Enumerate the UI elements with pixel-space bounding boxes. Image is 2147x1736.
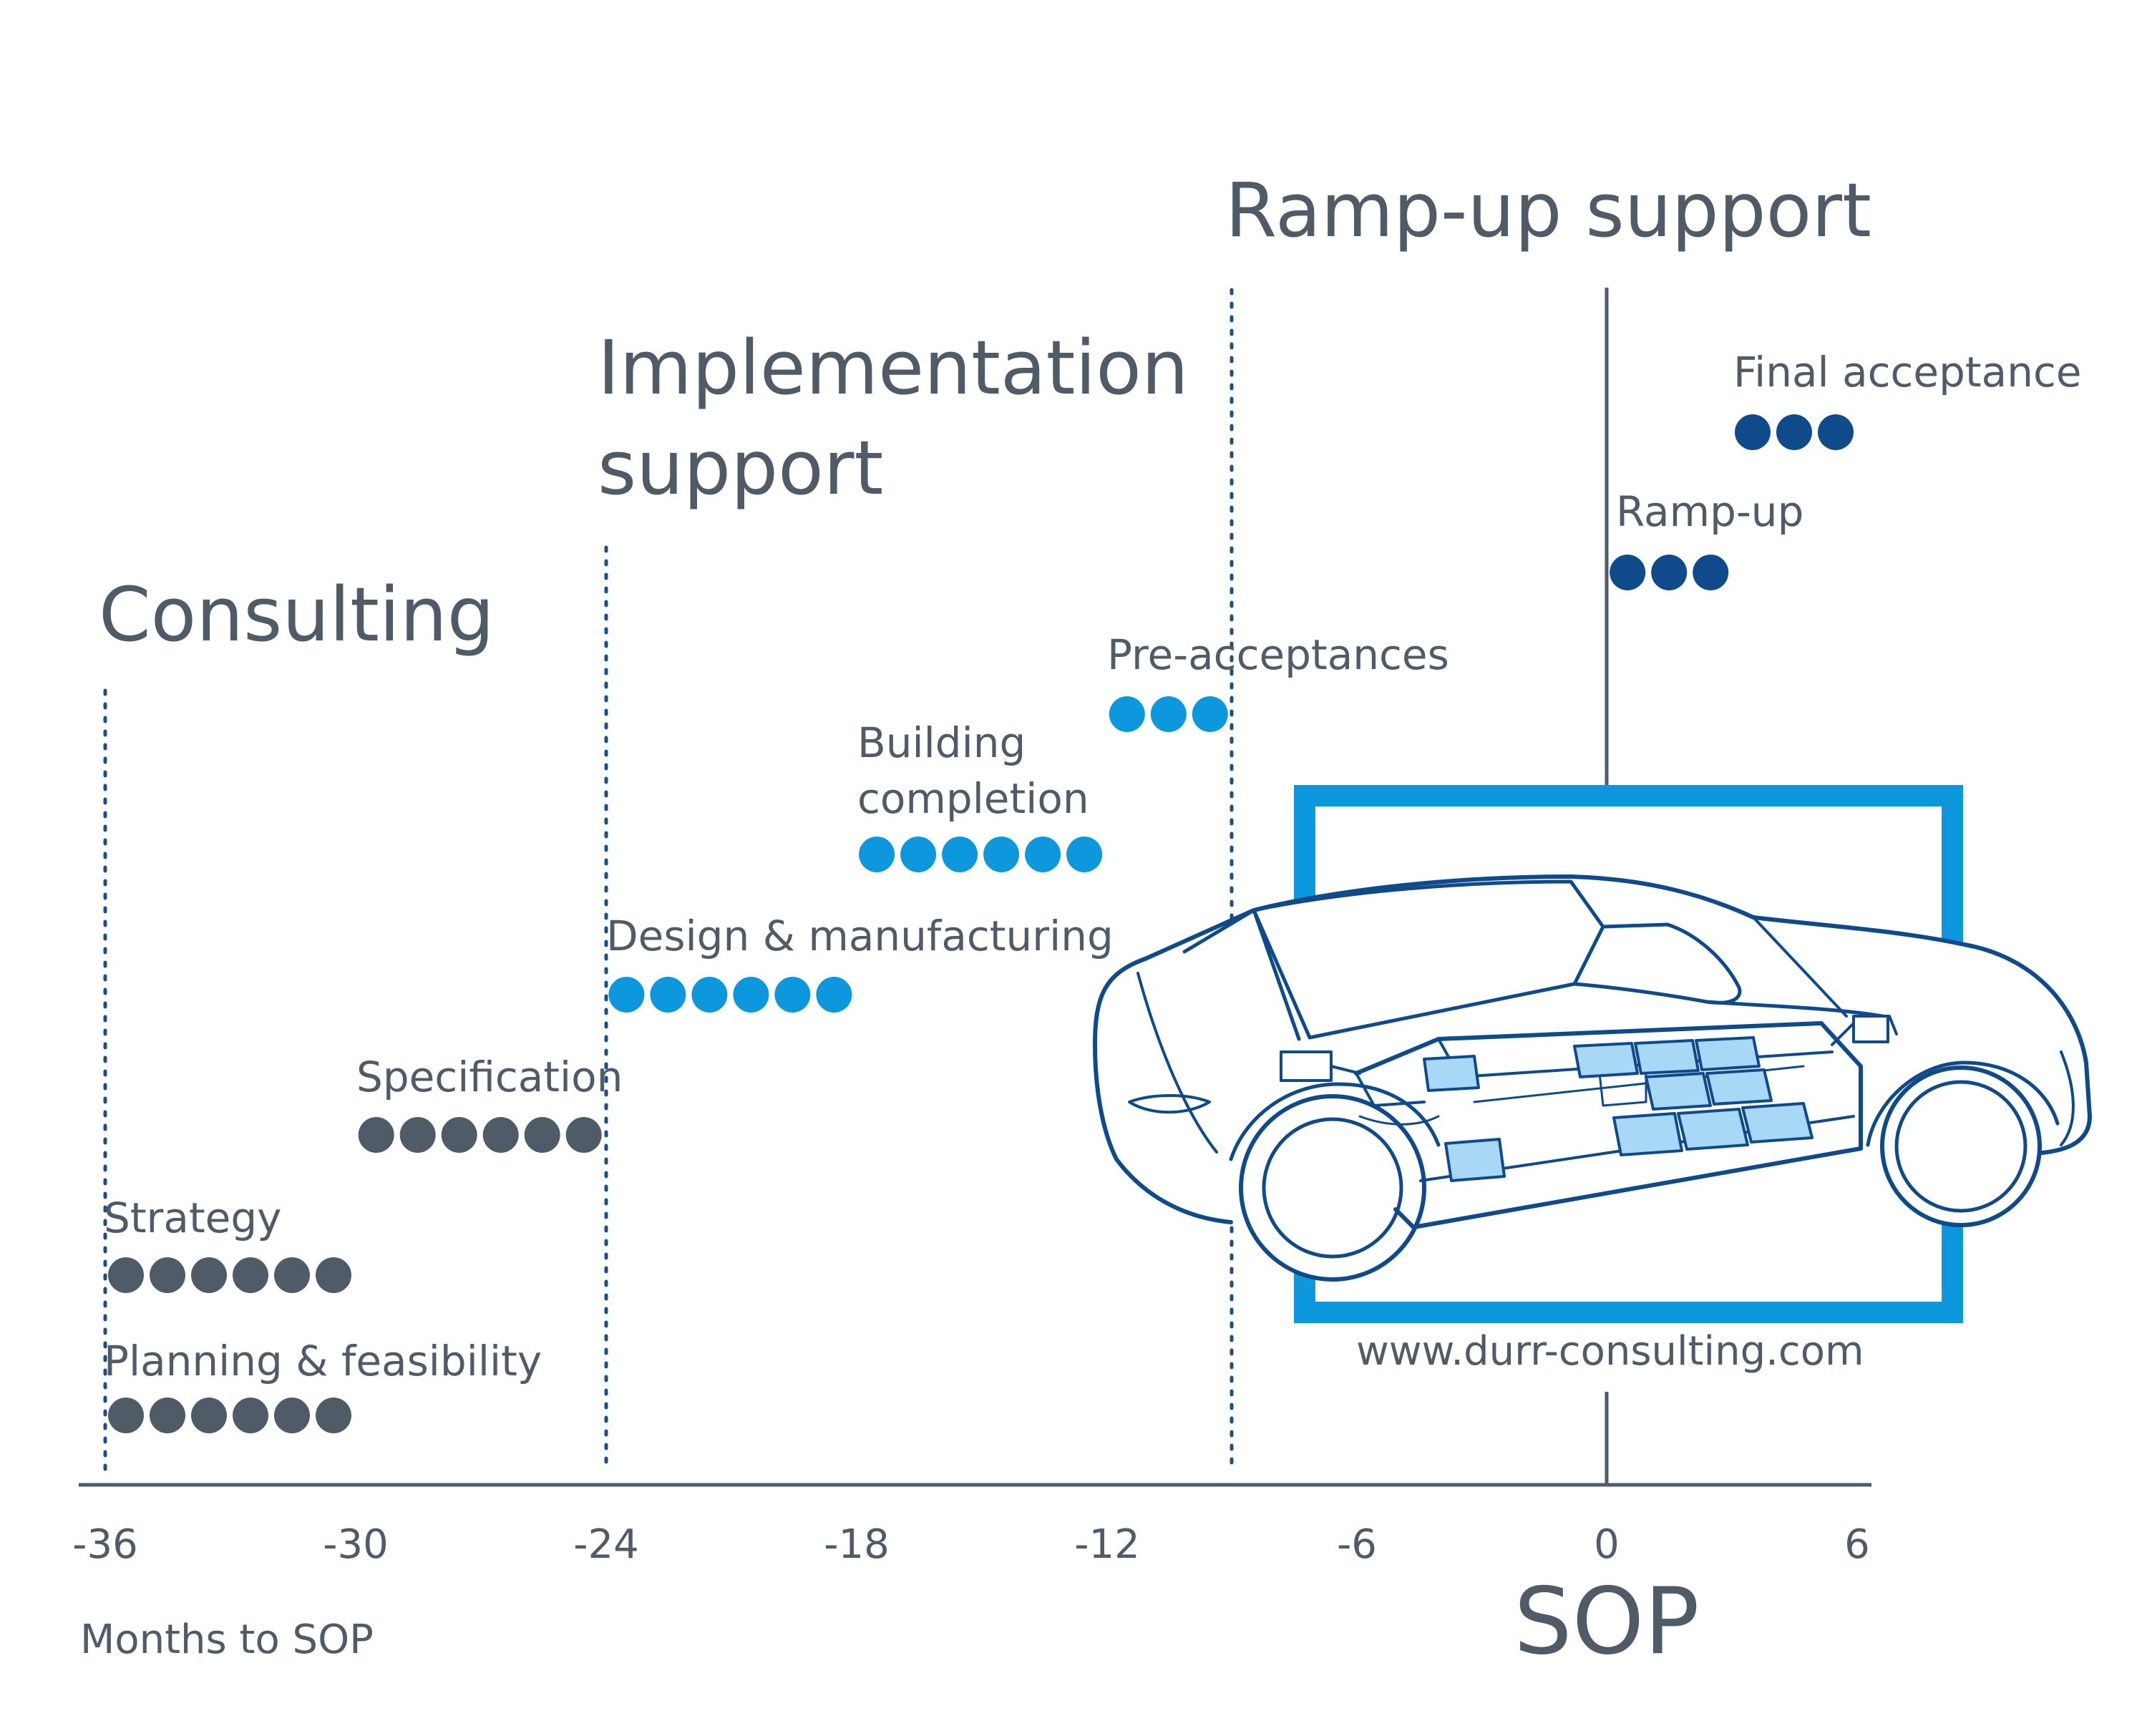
step-dot — [1150, 696, 1187, 732]
step-dot — [859, 837, 895, 872]
tick-label: 0 — [1594, 1521, 1620, 1568]
step-dot — [774, 977, 811, 1013]
step-dot — [358, 1117, 394, 1153]
step-dot — [316, 1257, 351, 1293]
phase-title-rampup: Ramp-up support — [1225, 167, 1871, 254]
step-dot — [524, 1117, 560, 1153]
step-dot — [608, 977, 645, 1013]
step-dot — [150, 1398, 185, 1433]
step-label-strategy: Strategy — [104, 1194, 282, 1242]
step-dot — [1693, 555, 1729, 590]
step-dot — [650, 977, 686, 1013]
step-dot — [274, 1257, 310, 1293]
step-label-rampup: Ramp-up — [1616, 487, 1803, 536]
step-dot — [441, 1117, 477, 1153]
sop-milestone-label: SOP — [1514, 1569, 1699, 1675]
step-dot — [108, 1398, 144, 1433]
step-label-final: Final acceptance — [1733, 348, 2082, 396]
step-dot — [150, 1257, 185, 1293]
step-dot — [1025, 837, 1061, 872]
step-dot — [274, 1398, 310, 1433]
tick-label: -12 — [1074, 1521, 1139, 1568]
step-dot — [900, 837, 937, 872]
phase-title-implementation: Implementation support — [598, 324, 1212, 512]
step-dot — [1651, 555, 1688, 590]
step-dot — [733, 977, 769, 1013]
tick-label: -36 — [72, 1521, 137, 1568]
step-dot — [1610, 555, 1646, 590]
step-label-design: Design & manufacturing — [606, 912, 1114, 960]
step-dots — [108, 414, 1854, 1433]
step-label-planning: Planning & feasibility — [104, 1337, 542, 1385]
tick-label: -18 — [824, 1521, 889, 1568]
step-dot — [1066, 837, 1103, 872]
step-dot — [983, 837, 1020, 872]
step-dot — [482, 1117, 519, 1153]
step-label-specification: Specification — [356, 1053, 623, 1101]
step-label-building: Building completion — [857, 718, 1089, 823]
tick-label: -30 — [323, 1521, 388, 1568]
step-dot — [316, 1398, 351, 1433]
step-dot — [1109, 696, 1145, 732]
step-dot — [108, 1257, 144, 1293]
car-battery-icon — [1093, 874, 2092, 1282]
tick-label: 6 — [1844, 1521, 1870, 1568]
step-dot — [191, 1257, 227, 1293]
step-dot — [565, 1117, 602, 1153]
step-dot — [233, 1398, 268, 1433]
website-url: www.durr-consulting.com — [1356, 1328, 1864, 1375]
axis-caption: Months to SOP — [80, 1616, 374, 1663]
step-dot — [399, 1117, 436, 1153]
step-dot — [1776, 414, 1812, 450]
step-dot — [816, 977, 852, 1013]
step-dot — [691, 977, 728, 1013]
step-dot — [191, 1398, 227, 1433]
step-dot — [1735, 414, 1771, 450]
tick-label: -24 — [573, 1521, 638, 1568]
step-dot — [233, 1257, 268, 1293]
step-dot — [1818, 414, 1854, 450]
tick-label: -6 — [1337, 1521, 1377, 1568]
step-label-preacceptances: Pre-acceptances — [1107, 630, 1449, 679]
phase-title-consulting: Consulting — [99, 571, 495, 658]
step-dot — [942, 837, 978, 872]
step-dot — [1192, 696, 1228, 732]
phase-dividers — [103, 288, 1234, 1473]
